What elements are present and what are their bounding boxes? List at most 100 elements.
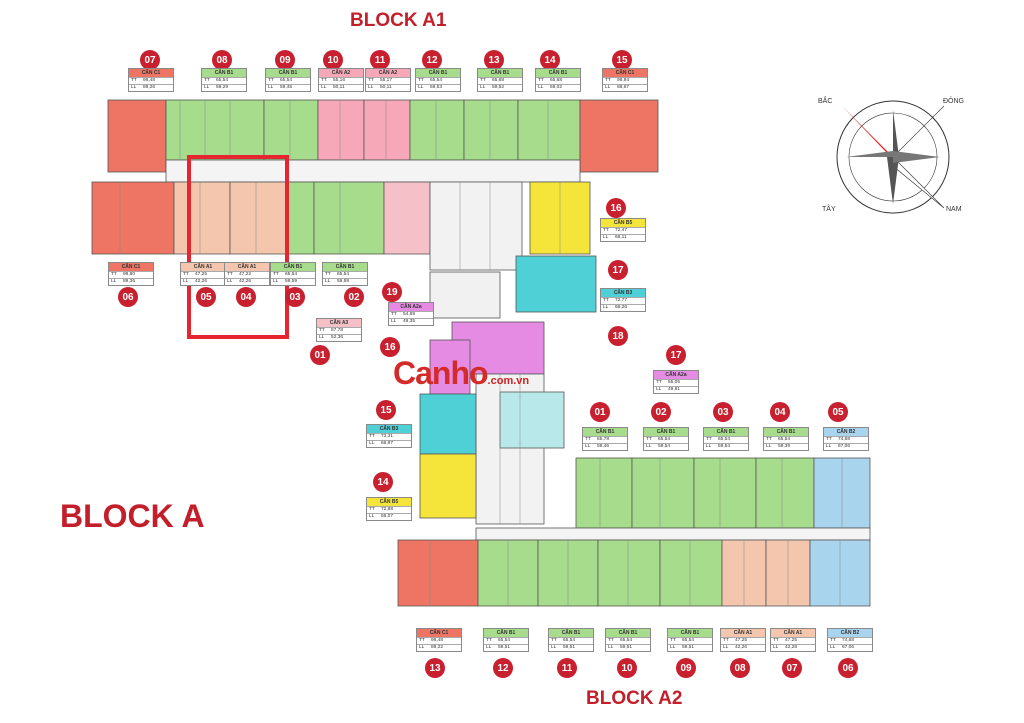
unit-label-name: CĂN B1 bbox=[668, 629, 712, 637]
compass bbox=[836, 100, 950, 214]
tt-value: 74,68 bbox=[842, 637, 855, 643]
ll-value: 66,07 bbox=[381, 513, 394, 519]
a2-unit-15-badge: 15 bbox=[376, 400, 396, 420]
unit-a1-15 bbox=[579, 99, 659, 173]
ll-value: 59,59 bbox=[337, 278, 350, 284]
a2-unit-04-badge: 04 bbox=[770, 402, 790, 422]
unit-label-name: CĂN B1 bbox=[644, 428, 688, 436]
tt-value: 65,54 bbox=[682, 637, 695, 643]
ll-label: LL bbox=[603, 304, 609, 310]
unit-label-ll-row: LL 59,52 bbox=[478, 84, 522, 91]
a1-unit-13-badge: 13 bbox=[484, 50, 504, 70]
unit-label-name: CĂN B1 bbox=[416, 69, 460, 77]
a1-unit-16-badge: 16 bbox=[606, 198, 626, 218]
ll-label: LL bbox=[656, 386, 662, 392]
unit-label-name: CĂN C1 bbox=[129, 69, 173, 77]
tt-value: 47,22 bbox=[239, 271, 252, 277]
a1-unit-05-badge: 05 bbox=[196, 287, 216, 307]
tt-value: 55,17 bbox=[380, 77, 393, 83]
tt-label: TT bbox=[603, 297, 609, 303]
unit-label-name: CĂN B1 bbox=[704, 428, 748, 436]
tt-value: 65,54 bbox=[430, 77, 443, 83]
unit-a2-15 bbox=[419, 393, 477, 455]
tt-value: 65,68 bbox=[550, 77, 563, 83]
a2-unit-08-badge: 08 bbox=[730, 658, 750, 678]
ll-value: 59,51 bbox=[563, 644, 576, 650]
tt-value: 72,77 bbox=[615, 297, 628, 303]
unit-label-tt-row: TT 72,77 bbox=[601, 297, 645, 304]
tt-label: TT bbox=[227, 271, 233, 277]
tt-label: TT bbox=[551, 637, 557, 643]
block-a2-plan bbox=[397, 321, 871, 607]
tt-label: TT bbox=[706, 436, 712, 442]
tt-label: TT bbox=[321, 77, 327, 83]
ll-value: 42,28 bbox=[785, 644, 798, 650]
tt-value: 72,88 bbox=[381, 506, 394, 512]
ll-label: LL bbox=[486, 644, 492, 650]
compass-north: BẮC bbox=[818, 98, 833, 105]
unit-a2-02 bbox=[631, 457, 695, 529]
ll-label: LL bbox=[646, 443, 652, 449]
unit-label-name: CĂN B1 bbox=[583, 428, 627, 436]
unit-label-name: CĂN B1 bbox=[484, 629, 528, 637]
a1-unit-14-badge: 14 bbox=[540, 50, 560, 70]
ll-label: LL bbox=[369, 440, 375, 446]
tt-label: TT bbox=[368, 77, 374, 83]
ll-label: LL bbox=[368, 84, 374, 90]
a1-unit-08-badge: 08 bbox=[212, 50, 232, 70]
unit-a1-17 bbox=[515, 255, 597, 313]
tt-value: 65,54 bbox=[280, 77, 293, 83]
unit-a2-09 bbox=[659, 539, 723, 607]
unit-label-name: CĂN A1 bbox=[771, 629, 815, 637]
tt-label: TT bbox=[773, 637, 779, 643]
a2-unit-17-badge: 17 bbox=[666, 345, 686, 365]
ll-label: LL bbox=[227, 278, 233, 284]
a2-unit-18-badge: 18 bbox=[608, 326, 628, 346]
tt-value: 65,54 bbox=[498, 637, 511, 643]
unit-a1-09 bbox=[263, 99, 319, 161]
tt-value: 65,78 bbox=[597, 436, 610, 442]
ll-value: 59,52 bbox=[492, 84, 505, 90]
ll-label: LL bbox=[480, 84, 486, 90]
unit-label-name: CĂN B2 bbox=[824, 428, 868, 436]
a1-unit-02-badge: 02 bbox=[344, 287, 364, 307]
tt-value: 65,54 bbox=[658, 436, 671, 442]
tt-label: TT bbox=[605, 77, 611, 83]
tt-value: 74,68 bbox=[838, 436, 851, 442]
compass-south: NAM bbox=[946, 206, 962, 213]
tt-value: 55,16 bbox=[333, 77, 346, 83]
unit-label-tt-row: TT 47,22 bbox=[225, 271, 269, 278]
ll-value: 89,36 bbox=[123, 278, 136, 284]
ll-value: 59,39 bbox=[778, 443, 791, 449]
